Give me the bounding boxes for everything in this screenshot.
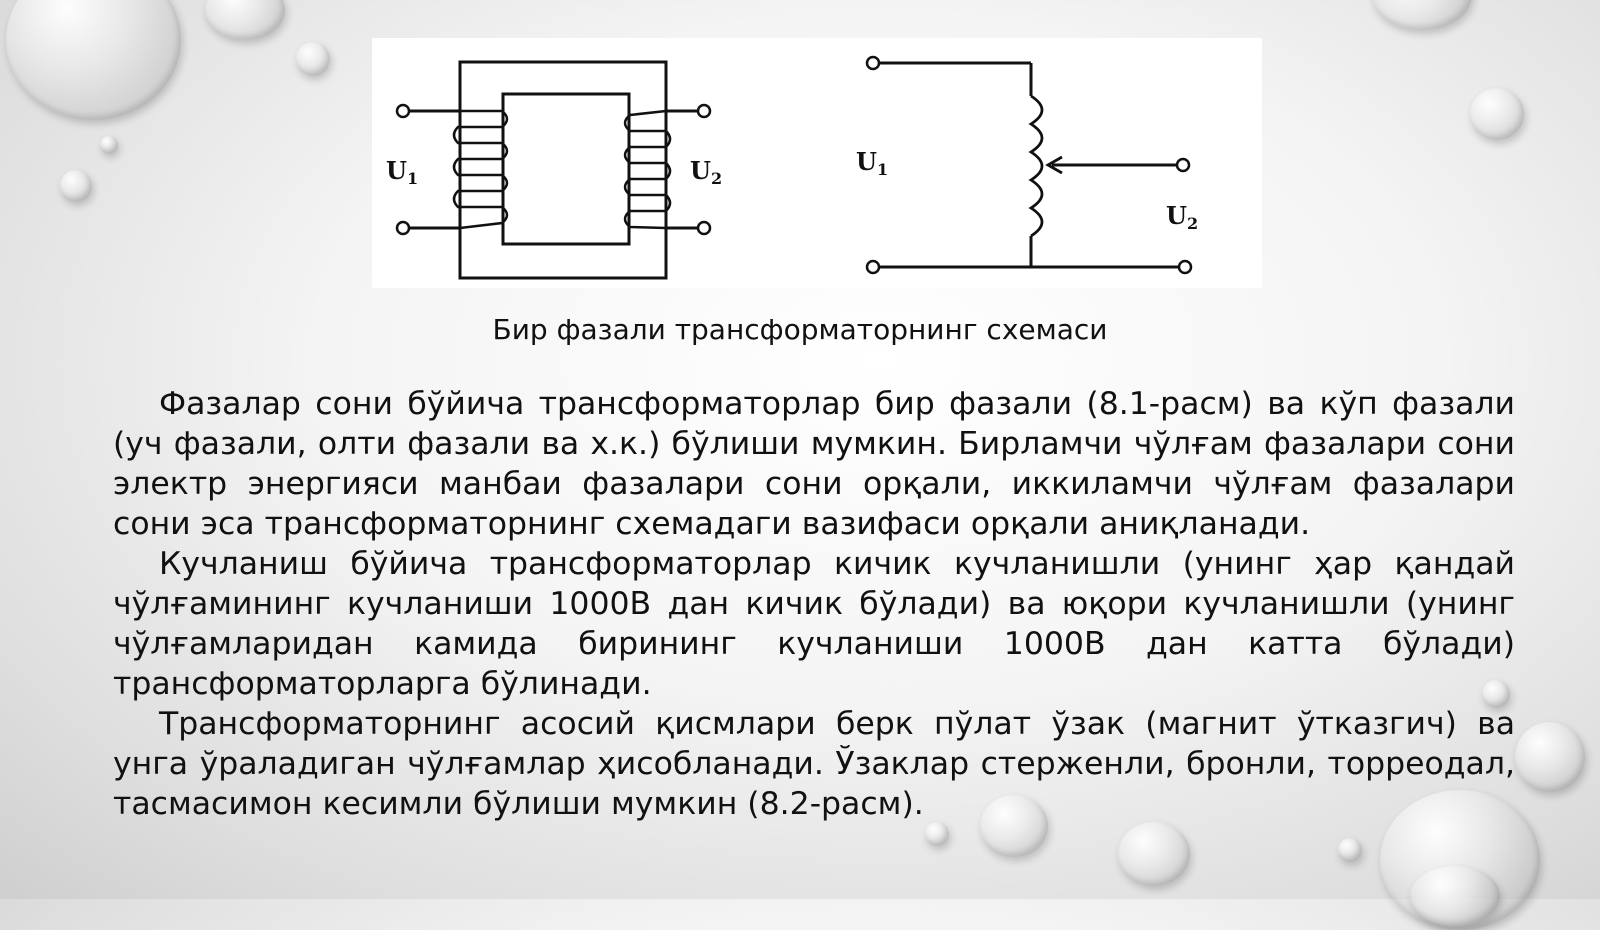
water-drop-decoration — [1410, 866, 1500, 926]
body-text: Фазалар сони бўйича трансформаторлар бир… — [113, 384, 1515, 824]
transformer-diagrams: U1 U2 U1 U2 — [372, 38, 1262, 288]
terminal — [865, 55, 881, 71]
core-window — [501, 92, 631, 246]
water-drop-decoration — [980, 795, 1048, 857]
water-drop-decoration — [296, 42, 330, 76]
water-drop-decoration — [1372, 0, 1472, 30]
terminal — [696, 103, 712, 119]
label-u1-left: U1 — [386, 156, 418, 188]
figure-caption: Бир фазали трансформаторнинг схемаси — [492, 313, 1108, 346]
terminal — [395, 220, 411, 236]
water-drop-decoration — [1470, 88, 1524, 140]
terminal — [1177, 259, 1193, 275]
autotransformer — [879, 61, 1179, 269]
label-u2-left: U2 — [690, 156, 722, 188]
terminal — [395, 103, 411, 119]
terminal — [696, 220, 712, 236]
water-drop-decoration — [100, 136, 118, 154]
core-outer — [458, 60, 668, 280]
auto-tap-arrow — [1045, 155, 1063, 175]
water-drop-decoration — [1118, 822, 1190, 886]
paragraph-phases: Фазалар сони бўйича трансформаторлар бир… — [113, 386, 1515, 542]
terminal — [1175, 157, 1191, 173]
label-u1-right: U1 — [856, 147, 888, 179]
water-drop-decoration — [205, 0, 285, 40]
primary-winding — [452, 109, 509, 230]
water-drop-decoration — [60, 170, 92, 202]
water-drop-decoration — [6, 0, 181, 120]
water-drop-decoration — [1338, 838, 1362, 862]
transformer-diagrams-svg: U1 U2 U1 U2 — [386, 55, 1198, 280]
secondary-winding — [623, 109, 672, 230]
terminal — [865, 259, 881, 275]
paragraph-core: Трансформаторнинг асосий қисмлари берк п… — [113, 706, 1515, 822]
water-drop-decoration — [925, 822, 949, 846]
two-winding-transformer — [409, 60, 704, 280]
auto-coil — [1028, 94, 1044, 238]
water-drop-decoration — [1515, 722, 1585, 792]
paragraph-voltage: Кучланиш бўйича трансформаторлар кичик к… — [113, 546, 1515, 702]
two-winding-terminals — [395, 103, 712, 236]
label-u2-right: U2 — [1166, 201, 1198, 233]
autotransformer-terminals — [865, 55, 1193, 275]
water-drop-decoration — [1482, 680, 1510, 708]
